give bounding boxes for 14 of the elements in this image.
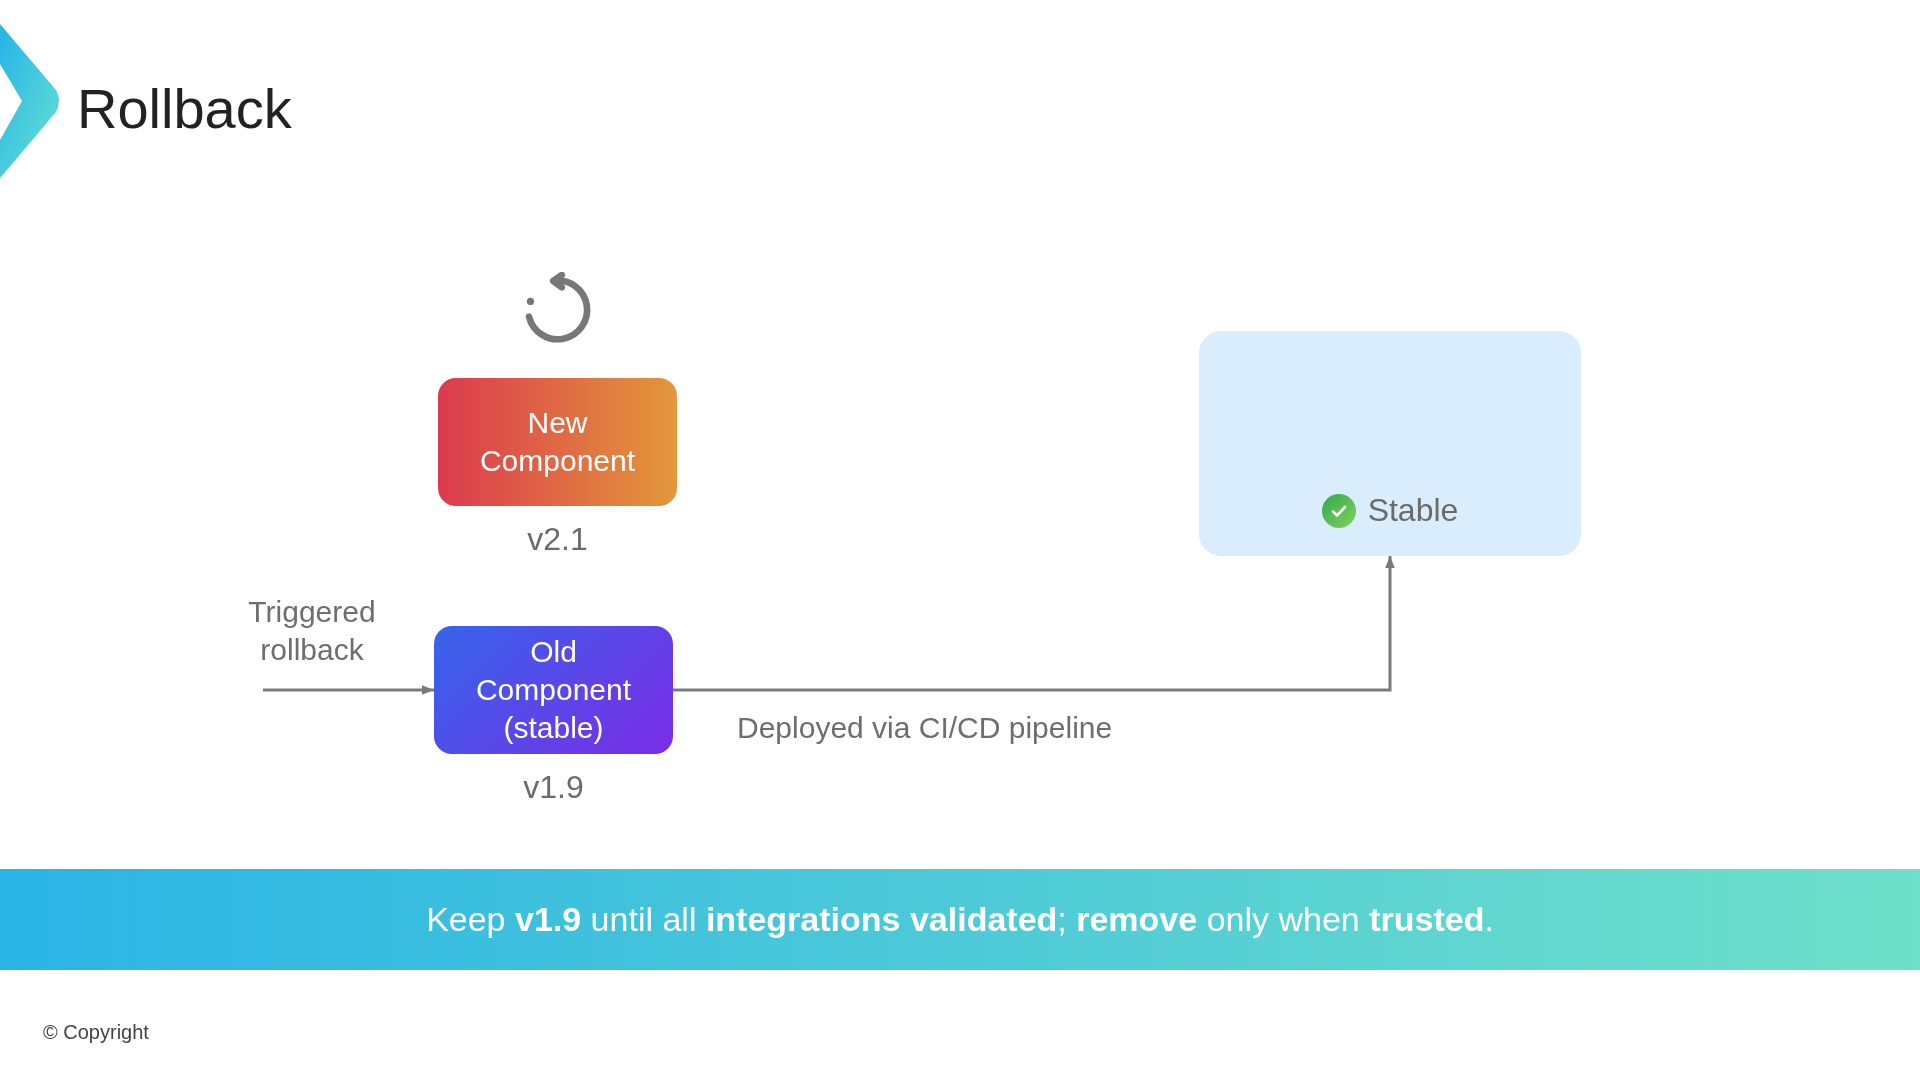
cluster-panel [1199,331,1581,556]
arrow [263,685,434,695]
component-label: Old Component (stable) [475,633,632,747]
slide-title: Rollback [77,76,292,142]
version-label: v2.1 [527,520,588,558]
summary-banner [0,869,1920,970]
component-box [438,378,677,506]
component-box [434,626,673,754]
version-label: v1.9 [523,768,584,806]
copyright-text: © Copyright [43,1020,149,1045]
component-label: New Component [479,404,636,479]
banner-text: Keep v1.9 until all integrations validated; remove only when trusted. [426,898,1494,940]
arrow [673,556,1395,692]
status-label: Stable [1367,491,1459,531]
